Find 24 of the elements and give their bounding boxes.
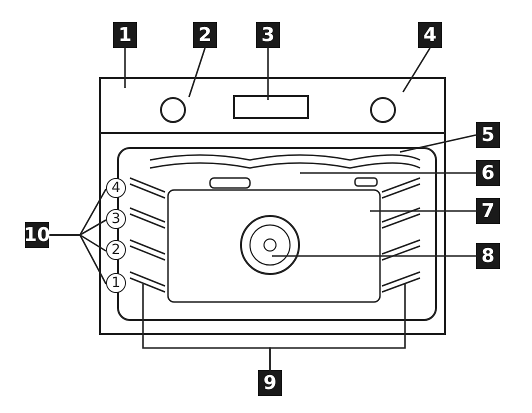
leader-line [188,48,206,98]
leader-line [400,134,476,153]
shelf-position-number: 1 [106,273,126,293]
callout-number: 1 [113,22,137,48]
leader-line [269,284,406,370]
callout-number: 8 [476,243,500,269]
callout-number: 2 [193,22,217,48]
callout-number: 10 [25,222,49,248]
leader-line [272,255,476,257]
leader-line [267,48,269,100]
shelf-position-number: 3 [106,209,126,229]
leader-line [402,48,431,92]
callout-number: 3 [256,22,280,48]
leader-line [124,48,126,88]
callout-number: 9 [258,370,282,396]
shelf-position-number: 2 [106,240,126,260]
callout-number: 4 [418,22,442,48]
callout-number: 6 [476,160,500,186]
leader-line [370,210,476,212]
leader-line [300,172,476,174]
callout-number: 7 [476,198,500,224]
shelf-position-number: 4 [106,178,126,198]
callout-number: 5 [476,122,500,148]
leader-line [49,234,107,284]
